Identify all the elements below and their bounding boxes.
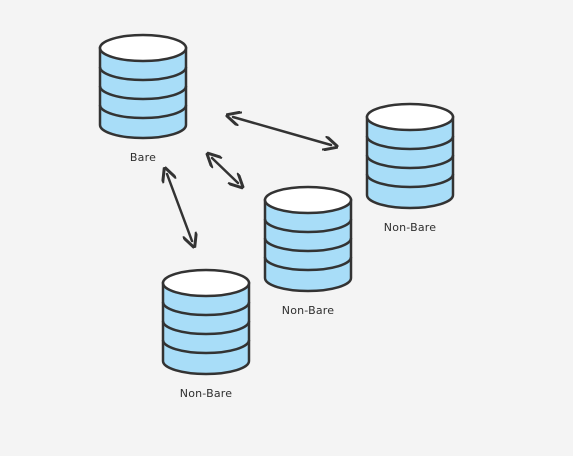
edge-bare-to-non-bare-center [212, 158, 238, 183]
node-label-non-bare-center: Non-Bare [282, 304, 334, 317]
edge-bare-to-non-bare-right [233, 117, 331, 145]
edge-bare-to-non-bare-bottom [167, 174, 192, 241]
database-icon-non-bare-right [365, 102, 455, 210]
node-label-bare: Bare [130, 151, 156, 164]
database-icon-bare [98, 33, 188, 140]
node-label-non-bare-bottom: Non-Bare [180, 387, 232, 400]
database-icon-non-bare-center [263, 185, 353, 293]
node-label-non-bare-right: Non-Bare [384, 221, 436, 234]
database-icon-non-bare-bottom [161, 268, 251, 376]
